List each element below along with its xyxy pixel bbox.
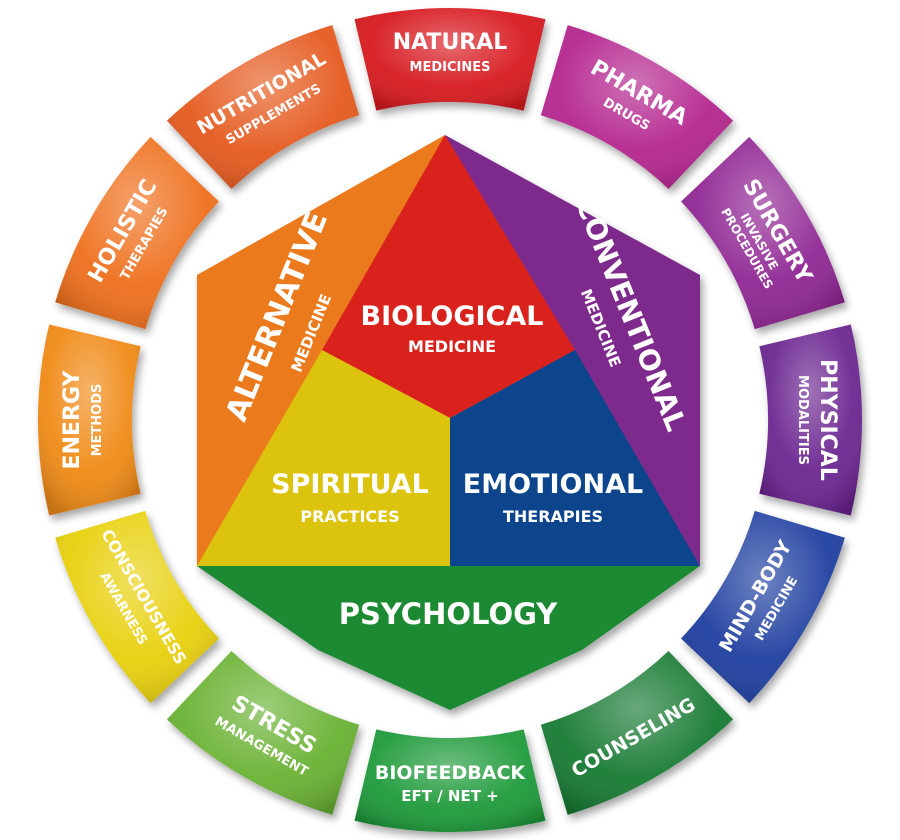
ring-segment-stress	[166, 651, 360, 815]
ring-segment-gloss	[166, 25, 360, 189]
biological-title: BIOLOGICAL	[361, 301, 544, 332]
ring-segment-subtitle: METHODS	[90, 384, 105, 457]
ring-segment-holistic	[55, 136, 219, 330]
spiritual-practices-segment	[197, 350, 450, 566]
ring-segment-title: BIOFEEDBACK	[375, 762, 527, 784]
emotional-therapies-segment	[450, 350, 700, 566]
emotional-subtitle: THERAPIES	[503, 507, 603, 526]
emotional-title: EMOTIONAL	[463, 469, 643, 500]
ring-segment-natural	[354, 8, 546, 111]
ring-segment-title: NATURAL	[393, 30, 508, 55]
ring-segment-subtitle: EFT / NET +	[401, 787, 498, 805]
alternative-medicine-segment	[197, 135, 445, 566]
ring-segment-gloss	[166, 651, 360, 815]
ring-segment-gloss	[540, 25, 734, 189]
biological-subtitle: MEDICINE	[408, 337, 496, 356]
ring-segment-labels: BIOFEEDBACK EFT / NET +	[375, 762, 527, 805]
ring-segment-gloss	[38, 324, 141, 516]
ring-segment-energy	[38, 324, 141, 516]
ring-segment-gloss	[681, 510, 845, 704]
ring-segment-nutritional	[166, 25, 360, 189]
biological-medicine-segment	[322, 135, 575, 418]
ring-segment-subtitle: MODALITIES	[795, 375, 810, 465]
ring-segment-labels: NATURAL MEDICINES	[393, 30, 508, 75]
ring-segment-gloss	[681, 136, 845, 330]
ring-segment-biofeedback	[354, 729, 546, 832]
ring-segment-title: PHYSICAL	[815, 359, 840, 481]
ring-segment-counseling	[540, 651, 734, 815]
ring-segment-physical	[759, 324, 862, 516]
ring-segment-gloss	[55, 510, 219, 704]
ring-segment-gloss	[55, 136, 219, 330]
spiritual-subtitle: PRACTICES	[300, 507, 399, 526]
ring-segment-title: ENERGY	[60, 369, 85, 469]
center-hexagon	[197, 135, 700, 710]
psychology-title: PSYCHOLOGY	[339, 597, 559, 631]
ring-segment-pharma	[540, 25, 734, 189]
ring-segment-mind-body	[681, 510, 845, 704]
ring-segment-labels: ENERGY METHODS	[60, 369, 105, 469]
ring-segment-labels: PHYSICAL MODALITIES	[795, 359, 840, 481]
psychology-segment	[197, 566, 700, 710]
ring-segment-gloss	[354, 8, 546, 111]
ring-segment-gloss	[540, 651, 734, 815]
ring-segment-gloss	[759, 324, 862, 516]
ring-segment-consciousness	[55, 510, 219, 704]
spiritual-title: SPIRITUAL	[271, 469, 429, 500]
ring-segment-subtitle: MEDICINES	[410, 60, 491, 75]
ring-segment-surgery	[681, 136, 845, 330]
ring-segment-gloss	[354, 729, 546, 832]
